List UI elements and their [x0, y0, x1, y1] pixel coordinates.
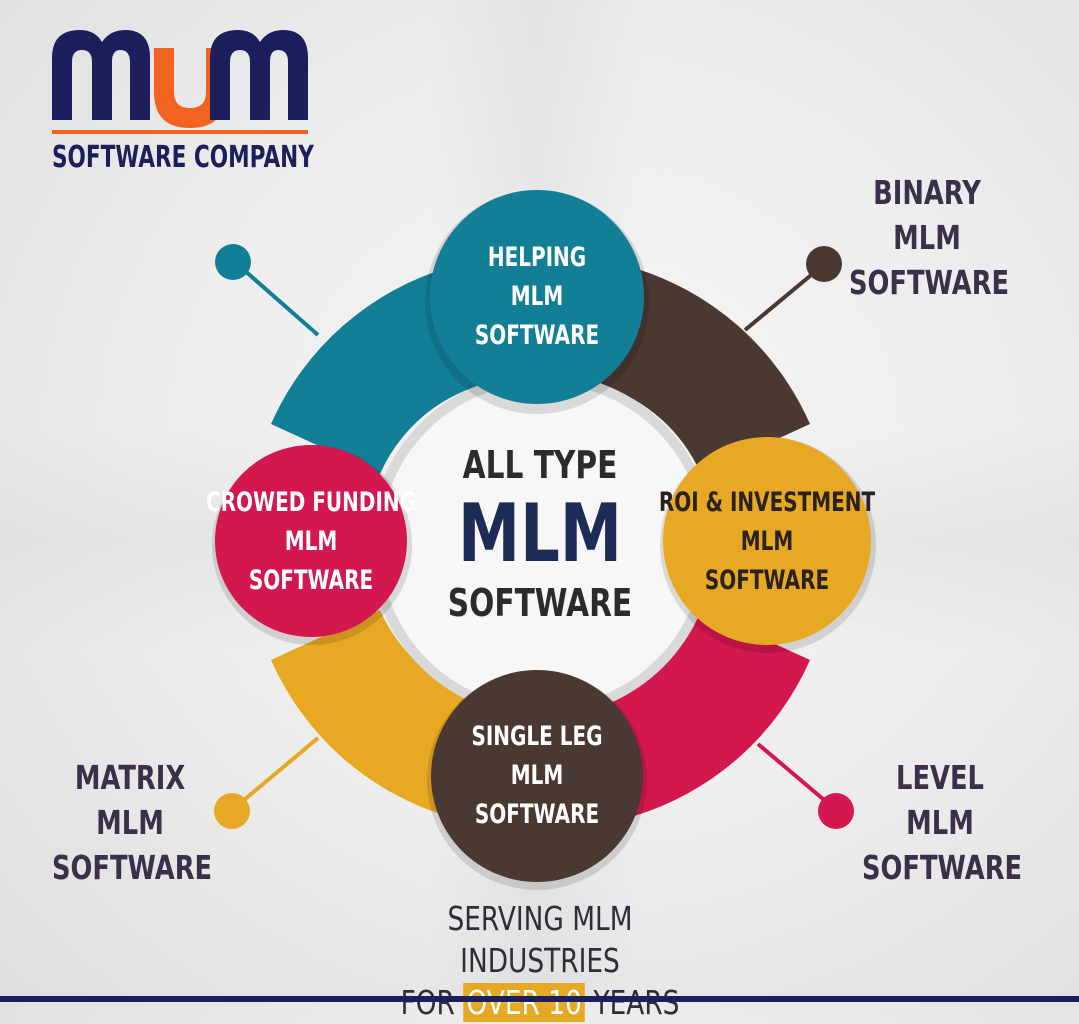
footer-line2-after: YEARS: [593, 983, 680, 1022]
node-left-line1: CROWED FUNDING: [206, 487, 416, 518]
node-right-circle: [663, 437, 871, 645]
label-level-line1: LEVEL: [896, 758, 984, 797]
center-title: ALL TYPE MLM SOFTWARE: [423, 440, 657, 628]
node-bottom-line3: SOFTWARE: [474, 799, 600, 830]
arc-top-right: [600, 267, 810, 474]
label-matrix: MATRIX MLM SOFTWARE: [52, 755, 213, 890]
connector-line-top-right: [743, 264, 824, 332]
node-top-text: HELPING MLM SOFTWARE: [426, 238, 648, 355]
center-line1: ALL TYPE: [462, 443, 618, 487]
footer-line1: SERVING MLM INDUSTRIES: [447, 899, 633, 980]
node-bottom-circle: [431, 670, 643, 882]
connector-dot-bottom-right: [818, 793, 854, 829]
center-line2: MLM: [458, 487, 622, 580]
node-top-circle: [430, 190, 644, 404]
label-binary: BINARY MLM SOFTWARE: [849, 170, 1010, 305]
label-binary-line3: SOFTWARE: [849, 263, 1010, 302]
footer-line2-before: FOR: [400, 983, 455, 1022]
node-right-line3: SOFTWARE: [704, 565, 830, 596]
center-line3: SOFTWARE: [447, 581, 633, 625]
center-circle: [380, 383, 704, 707]
node-bottom-line1: SINGLE LEG: [471, 721, 603, 752]
footer-highlight-badge: OVER 10: [463, 983, 586, 1022]
label-matrix-line2: MLM: [96, 803, 164, 842]
label-matrix-line1: MATRIX: [74, 758, 186, 797]
node-right-text: ROI & INVESTMENT MLM SOFTWARE: [656, 483, 878, 600]
connector-line-bottom-left: [230, 736, 320, 812]
arc-bottom-right: [600, 610, 810, 817]
label-level: LEVEL MLM SOFTWARE: [862, 755, 1023, 890]
footer-tagline: SERVING MLM INDUSTRIES FOR OVER 10 YEARS: [380, 898, 700, 1024]
mlm-logo-icon: [52, 30, 308, 134]
arc-top-left: [271, 267, 481, 474]
node-bottom-text: SINGLE LEG MLM SOFTWARE: [426, 717, 648, 834]
logo-subtitle: SOFTWARE COMPANY: [52, 140, 314, 175]
label-binary-line2: MLM: [893, 218, 961, 257]
connector-dot-top-left: [215, 244, 251, 280]
node-left-circle: [215, 445, 407, 637]
arc-bottom-left: [271, 610, 481, 817]
bottom-accent-bar: [0, 996, 1079, 1002]
label-matrix-line3: SOFTWARE: [52, 848, 213, 887]
node-top-line2: MLM: [510, 281, 564, 312]
node-left-line2: MLM: [284, 526, 338, 557]
label-level-line2: MLM: [906, 803, 974, 842]
logo-underline: [52, 130, 308, 134]
footer-line2: FOR OVER 10 YEARS: [380, 982, 700, 1024]
mlm-types-diagram: [212, 190, 876, 890]
node-top-line1: HELPING: [487, 242, 587, 273]
node-top-line3: SOFTWARE: [474, 320, 600, 351]
node-right-line2: MLM: [740, 526, 794, 557]
node-left-line3: SOFTWARE: [248, 565, 374, 596]
label-level-line3: SOFTWARE: [862, 848, 1023, 887]
connector-line-top-left: [234, 261, 320, 337]
node-right-line1: ROI & INVESTMENT: [658, 487, 876, 518]
connector-dot-top-right: [806, 246, 842, 282]
node-left-text: CROWED FUNDING MLM SOFTWARE: [200, 483, 422, 600]
label-binary-line1: BINARY: [873, 173, 981, 212]
connector-dot-bottom-left: [214, 793, 250, 829]
node-bottom-line2: MLM: [510, 760, 564, 791]
